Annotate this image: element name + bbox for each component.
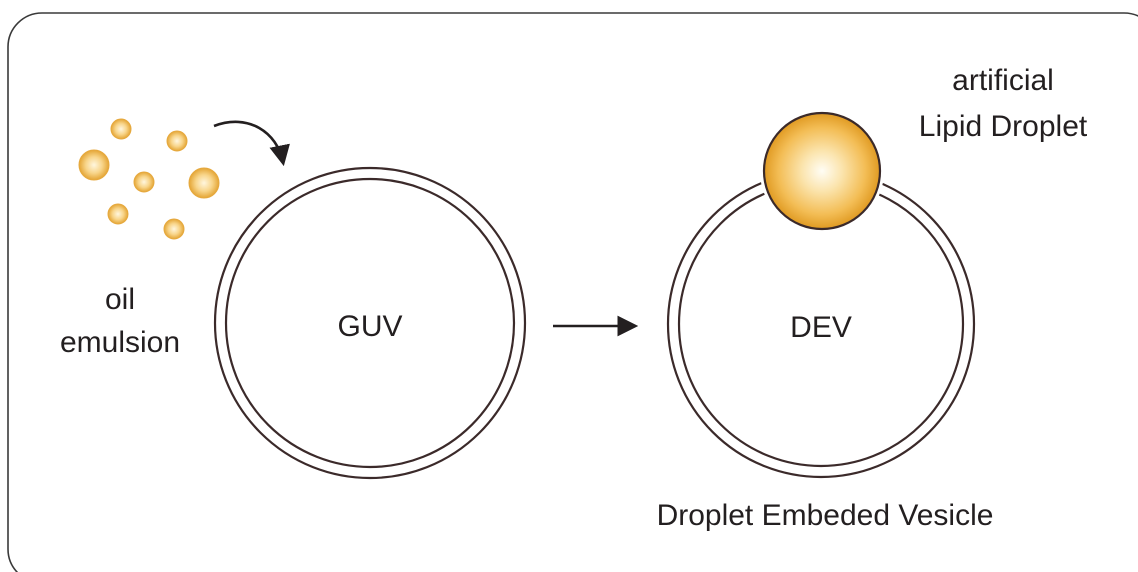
guv-inner-membrane [224,177,516,469]
emulsion-droplet [133,171,155,193]
emulsion-droplet [107,203,129,225]
guv-vesicle [213,166,527,480]
guv-outer-membrane [213,166,527,480]
dev-caption: Droplet Embeded Vesicle [657,499,994,532]
emulsion-label: emulsion [60,326,180,359]
lipid-droplet [762,111,882,231]
emulsion-droplet [188,167,220,199]
emulsion-droplet [110,118,132,140]
lipid-droplet-label-line1: artificial [952,64,1054,97]
curved-arrow-icon [213,120,290,167]
guv-label: GUV [337,310,402,343]
diagram-frame [7,12,1138,572]
emulsion-droplet [78,149,110,181]
oil-emulsion-droplets [78,118,220,240]
lipid-droplet-label-line2: Lipid Droplet [919,110,1088,143]
emulsion-droplet [166,130,188,152]
emulsion-droplet [163,218,185,240]
oil-label: oil [105,283,135,316]
dev-label: DEV [790,311,852,344]
